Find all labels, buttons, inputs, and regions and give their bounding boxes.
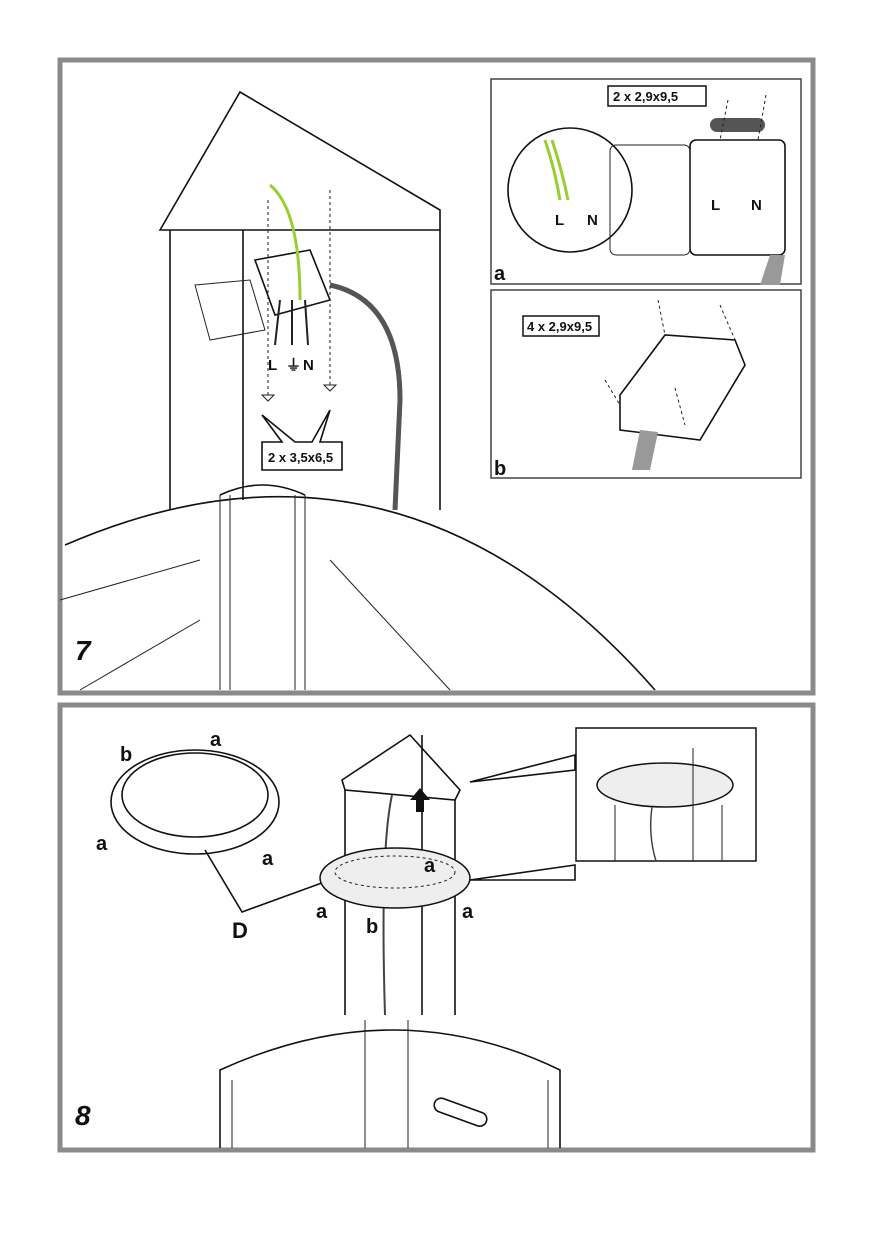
figure-8-number: 8	[75, 1100, 91, 1131]
screw-callout-text: 2 x 3,5x6,5	[268, 450, 333, 465]
terminal-label-live: L	[555, 212, 564, 229]
ring-d	[110, 749, 280, 855]
inset-a-callout-text: 2 x 2,9x9,5	[613, 89, 678, 104]
detail-inset	[575, 727, 757, 862]
part-d-leader	[204, 849, 331, 913]
hood-outline	[64, 495, 656, 691]
hood-handle	[433, 1097, 488, 1127]
hood-top	[219, 1029, 561, 1148]
mounting-bracket	[158, 90, 441, 231]
part-label-d: D	[232, 918, 248, 943]
earth-wire	[269, 183, 302, 301]
inset-b: 4 x 2,9x9,5 b	[490, 289, 802, 480]
screw-callout-box	[261, 409, 343, 471]
inset-a-callout-box	[607, 85, 707, 107]
ring-label-a-left: a	[96, 833, 108, 855]
column-bracket	[341, 733, 461, 801]
figure-8-panel: b a a a D a a a b 8	[57, 702, 816, 1153]
box-terminal-label-neutral: N	[751, 197, 762, 214]
detail-magnifier	[507, 127, 633, 253]
figure-7-number: 7	[75, 635, 92, 666]
ring-label-a-right: a	[262, 848, 274, 870]
flange-label-a-right: a	[462, 901, 474, 923]
inset-a: L N L N 2 x 2,9x9,5 a	[490, 78, 802, 285]
junction-box-cover	[619, 334, 746, 441]
flange-d	[319, 847, 471, 909]
flange-label-a-center: a	[424, 855, 436, 877]
wire-label-earth: ⏚	[286, 357, 301, 374]
box-terminal-label-live: L	[711, 197, 720, 214]
flange-label-b: b	[366, 916, 378, 938]
ring-label-b: b	[120, 744, 132, 766]
figure-7-panel: L ⏚ N 2 x 3,5x6,5 7 L N L N 2 x 2,9x9,5 …	[57, 57, 816, 696]
wire-label-neutral: N	[303, 357, 314, 374]
inset-b-label: b	[494, 458, 506, 480]
inset-b-callout-text: 4 x 2,9x9,5	[527, 319, 592, 334]
zoom-leader-lines	[469, 753, 576, 881]
inset-a-label: a	[494, 263, 506, 285]
arrow-up-icon	[410, 788, 430, 812]
flange-label-a-left: a	[316, 901, 328, 923]
wire-label-live: L	[268, 357, 277, 374]
ring-label-a-top: a	[210, 729, 222, 751]
power-cable	[329, 282, 403, 511]
screw-icons	[260, 384, 338, 402]
inset-b-callout-box	[522, 315, 600, 337]
terminal-label-neutral: N	[587, 212, 598, 229]
